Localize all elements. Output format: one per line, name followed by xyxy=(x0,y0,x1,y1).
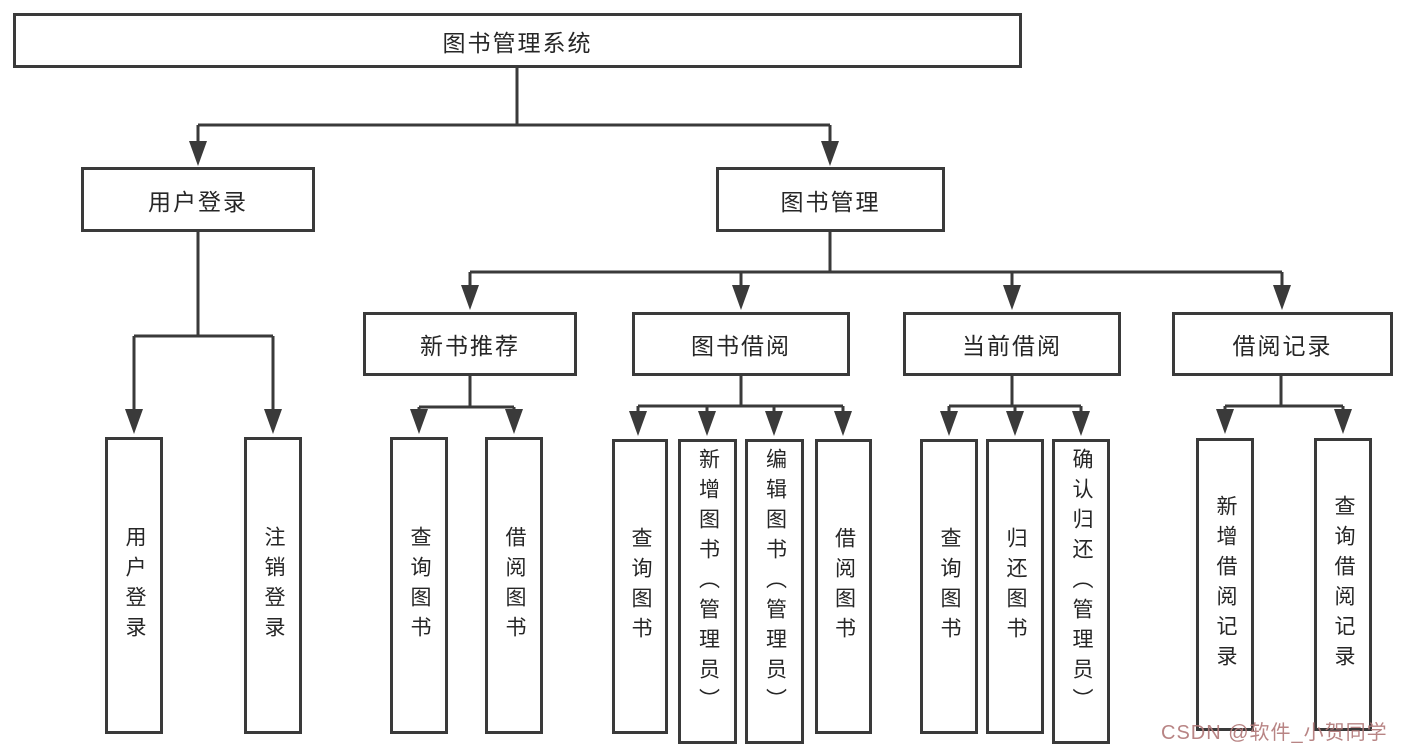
arrowhead-icon xyxy=(1072,411,1090,436)
node-book-borrow-label: 图书借阅 xyxy=(691,333,791,359)
node-leaf-borrow-add-books-admin: 新增图书（管理员） xyxy=(678,439,737,744)
node-library-management-system-label: 图书管理系统 xyxy=(442,29,593,56)
node-library-management-system: 图书管理系统 xyxy=(13,13,1022,68)
node-leaf-current-confirm-return-admin: 确认归还（管理员） xyxy=(1052,439,1110,744)
node-book-management-label: 图书管理 xyxy=(780,188,881,215)
node-current-borrow: 当前借阅 xyxy=(903,312,1121,376)
arrowhead-icon xyxy=(732,285,750,310)
connector-current-children xyxy=(940,376,1090,436)
arrowhead-icon xyxy=(1273,285,1291,310)
node-current-borrow-label: 当前借阅 xyxy=(962,333,1062,359)
arrowhead-icon xyxy=(821,141,839,166)
node-new-book-recommend-label: 新书推荐 xyxy=(420,333,520,359)
node-leaf-current-query-books-label: 查询图书 xyxy=(938,526,962,647)
arrowhead-icon xyxy=(940,411,958,436)
arrowhead-icon xyxy=(765,411,783,436)
connector-manage-to-level3 xyxy=(461,232,1291,310)
node-book-borrow: 图书借阅 xyxy=(632,312,850,376)
node-leaf-recommend-query-books: 查询图书 xyxy=(390,437,448,734)
csdn-watermark: CSDN @软件_小贺同学 xyxy=(1161,722,1388,744)
node-leaf-records-add-record: 新增借阅记录 xyxy=(1196,438,1254,731)
arrowhead-icon xyxy=(410,409,428,434)
arrowhead-icon xyxy=(834,411,852,436)
node-leaf-records-query-record: 查询借阅记录 xyxy=(1314,438,1372,731)
node-leaf-user-login: 用户登录 xyxy=(105,437,163,734)
arrowhead-icon xyxy=(629,411,647,436)
node-leaf-current-return-books-label: 归还图书 xyxy=(1004,526,1028,647)
node-leaf-recommend-borrow-books: 借阅图书 xyxy=(485,437,543,734)
node-new-book-recommend: 新书推荐 xyxy=(363,312,577,376)
node-leaf-logout-label: 注销登录 xyxy=(262,525,286,646)
arrowhead-icon xyxy=(1216,409,1234,434)
connector-records-children xyxy=(1216,376,1352,434)
connector-root-to-level2 xyxy=(189,68,839,166)
node-leaf-borrow-edit-books-admin: 编辑图书（管理员） xyxy=(745,439,804,744)
arrowhead-icon xyxy=(1003,285,1021,310)
arrowhead-icon xyxy=(461,285,479,310)
node-leaf-user-login-label: 用户登录 xyxy=(123,525,147,646)
node-leaf-logout: 注销登录 xyxy=(244,437,302,734)
node-user-login-label: 用户登录 xyxy=(148,188,248,215)
node-leaf-borrow-borrow-books-label: 借阅图书 xyxy=(832,526,856,647)
arrowhead-icon xyxy=(505,409,523,434)
node-leaf-records-query-record-label: 查询借阅记录 xyxy=(1332,494,1356,675)
node-book-management: 图书管理 xyxy=(716,167,945,232)
arrowhead-icon xyxy=(1334,409,1352,434)
node-leaf-current-confirm-return-admin-label: 确认归还（管理员） xyxy=(1070,448,1094,718)
connector-recommend-children xyxy=(410,376,523,434)
connector-borrow-children xyxy=(629,376,852,436)
node-borrow-records: 借阅记录 xyxy=(1172,312,1393,376)
arrowhead-icon xyxy=(264,409,282,434)
arrowhead-icon xyxy=(125,409,143,434)
node-leaf-records-add-record-label: 新增借阅记录 xyxy=(1214,494,1238,675)
node-leaf-current-query-books: 查询图书 xyxy=(920,439,978,734)
node-leaf-borrow-edit-books-admin-label: 编辑图书（管理员） xyxy=(763,448,787,718)
arrowhead-icon xyxy=(189,141,207,166)
node-user-login: 用户登录 xyxy=(81,167,315,232)
node-leaf-borrow-query-books-label: 查询图书 xyxy=(629,526,653,647)
node-leaf-borrow-add-books-admin-label: 新增图书（管理员） xyxy=(696,448,720,718)
node-leaf-borrow-borrow-books: 借阅图书 xyxy=(815,439,872,734)
node-borrow-records-label: 借阅记录 xyxy=(1232,333,1333,359)
node-leaf-current-return-books: 归还图书 xyxy=(986,439,1044,734)
arrowhead-icon xyxy=(1006,411,1024,436)
connector-login-children xyxy=(125,232,282,434)
node-leaf-borrow-query-books: 查询图书 xyxy=(612,439,668,734)
node-leaf-recommend-borrow-books-label: 借阅图书 xyxy=(503,525,527,646)
arrowhead-icon xyxy=(698,411,716,436)
node-leaf-recommend-query-books-label: 查询图书 xyxy=(408,525,432,646)
